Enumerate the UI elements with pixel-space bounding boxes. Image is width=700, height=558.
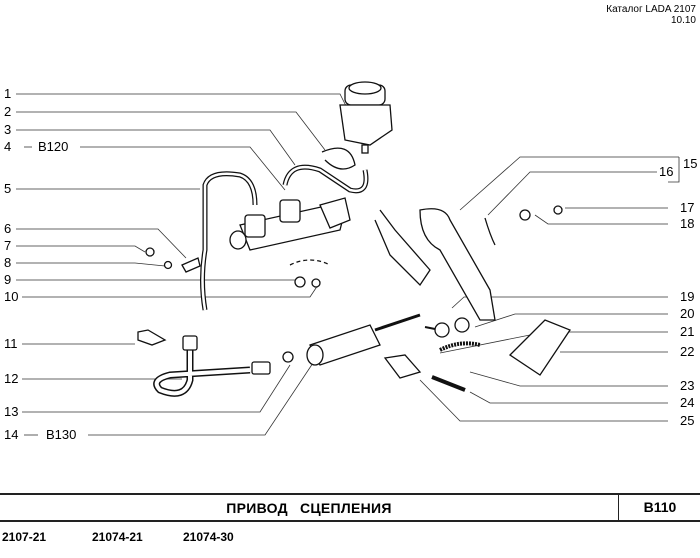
leader-13: [22, 364, 291, 413]
callout-18: 18: [680, 216, 695, 231]
leader-3: [16, 129, 296, 166]
catalog-title: Каталог LADA 2107: [606, 4, 696, 15]
section-title: ПРИВОД СЦЕПЛЕНИЯ: [0, 500, 618, 516]
bracket-11-part: [137, 329, 167, 346]
callout-15: 15: [683, 156, 698, 171]
title-bar: ПРИВОД СЦЕПЛЕНИЯ B110: [0, 493, 700, 522]
bracket-25-part: [383, 354, 422, 379]
callout-7: 7: [4, 238, 12, 253]
leader-1: [16, 93, 349, 111]
callout-25: 25: [680, 413, 695, 428]
callout-22: 22: [680, 344, 695, 359]
callout-11: 11: [4, 336, 18, 351]
leader-20: [474, 313, 668, 328]
washer-17-part: [553, 205, 563, 215]
leader-19: [451, 296, 668, 309]
callout-20: 20: [680, 306, 695, 321]
leader-25: [419, 379, 668, 422]
leader-24: [469, 391, 668, 404]
bracket-15: [668, 157, 680, 183]
leader-6: [16, 228, 187, 259]
bolt-7-part: [145, 247, 155, 257]
catalog-date: 10.10: [670, 15, 696, 26]
model-code: 2107-21: [2, 530, 47, 544]
parts: [137, 81, 571, 397]
washer-10-part: [311, 278, 321, 288]
leader-23: [469, 371, 668, 387]
leader-7: [16, 245, 146, 253]
spring-23-part: [439, 341, 481, 352]
leader-lines: [16, 93, 680, 436]
master-cylinder-part: [229, 197, 351, 251]
washer-8-part: [163, 260, 173, 270]
callout-16: 16: [659, 164, 674, 179]
callout-23: 23: [680, 378, 695, 393]
title-word-2: СЦЕПЛЕНИЯ: [299, 500, 392, 516]
washer-13-part: [282, 351, 294, 363]
hose-part: [282, 164, 369, 194]
leader-14b: [88, 359, 316, 436]
reservoir-part: [339, 81, 393, 154]
clutch-drive-diagram: [16, 81, 680, 436]
callout-13: 13: [4, 404, 19, 419]
callout-1: 1: [4, 86, 12, 101]
callout-21: 21: [680, 324, 695, 339]
callout-4: 4: [4, 139, 12, 154]
pin-18-part: [519, 209, 531, 221]
callout-19: 19: [680, 289, 695, 304]
bolt-24-part: [431, 375, 466, 392]
slave-cylinder-part: [306, 313, 421, 366]
nut-9-part: [294, 276, 306, 288]
callout-14: 14: [4, 427, 19, 442]
callout-9: 9: [4, 272, 12, 287]
catalog-header: Каталог LADA 2107 10.10: [606, 4, 696, 26]
leader-18: [534, 214, 668, 225]
callout-2: 2: [4, 104, 12, 119]
pedal-arm-part: [374, 209, 431, 287]
callout-24: 24: [680, 395, 695, 410]
clamp-part: [321, 147, 356, 170]
fork-15-part: [419, 208, 496, 321]
nut-19-part: [434, 322, 450, 338]
pedal-pad-22-part: [508, 319, 571, 376]
leader-2: [16, 111, 326, 151]
leader-8: [16, 262, 166, 267]
model-code: 21074-21: [92, 530, 143, 544]
callout-10: 10: [4, 289, 19, 304]
title-word-1: ПРИВОД: [226, 500, 288, 516]
callout-17: 17: [680, 200, 695, 215]
model-code: 21074-30: [183, 530, 234, 544]
leader-10: [22, 284, 319, 298]
ref-B130[interactable]: B130: [46, 427, 77, 442]
leader-15: [459, 156, 679, 211]
spring-clip-16-part: [484, 217, 496, 246]
callout-5: 5: [4, 181, 12, 196]
clip-6-part: [181, 257, 201, 273]
callout-8: 8: [4, 255, 12, 270]
section-code: B110: [618, 495, 700, 520]
leader-4b: [80, 146, 286, 191]
callout-6: 6: [4, 221, 12, 236]
nut-20-part: [454, 317, 470, 333]
callout-12: 12: [4, 371, 19, 386]
leader-16: [487, 171, 657, 216]
callout-3: 3: [4, 122, 12, 137]
ref-B120[interactable]: B120: [38, 139, 69, 154]
